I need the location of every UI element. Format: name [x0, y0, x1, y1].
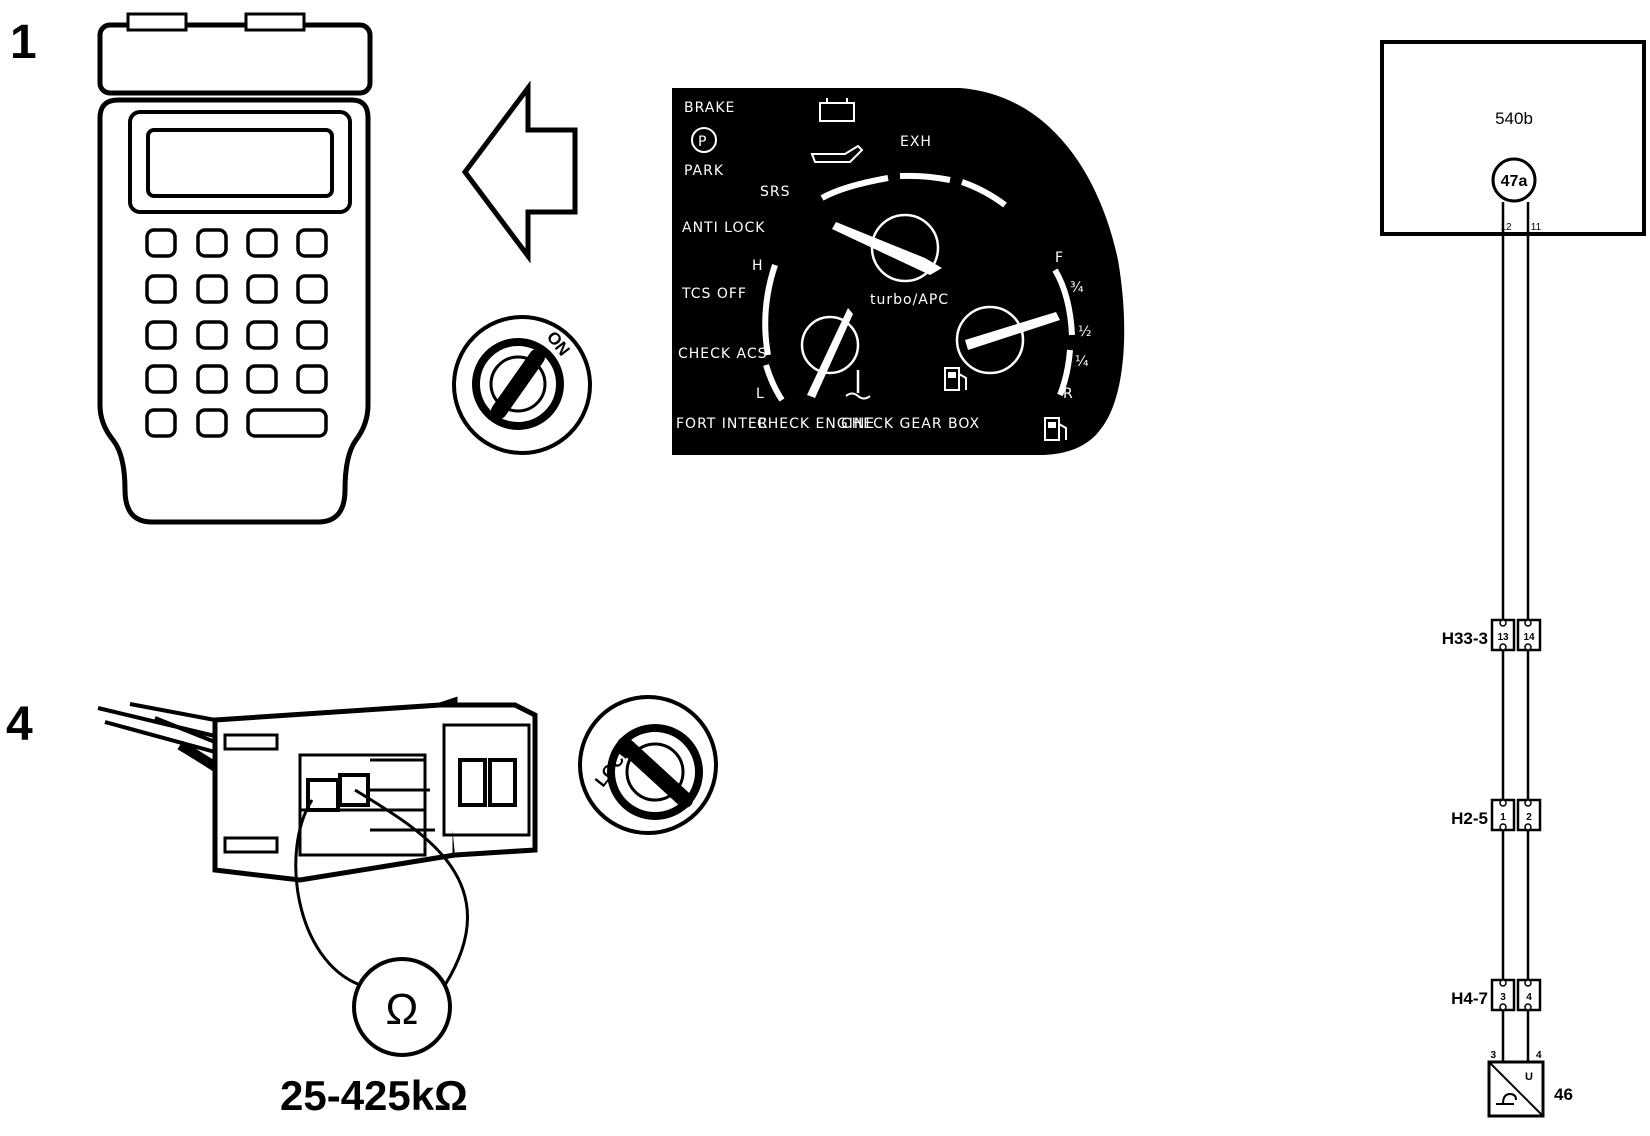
sensor-pin-4: 4 — [1536, 1050, 1542, 1061]
ignition-lock-icon — [578, 695, 718, 835]
anti-lock-warning-label: ANTI LOCK — [682, 220, 765, 236]
probe-lead-2 — [354, 788, 469, 986]
pin-12-label: 12 — [1500, 222, 1512, 233]
sensor-46-label: 46 — [1554, 1085, 1573, 1104]
arrow-left-icon — [461, 80, 578, 264]
diagnostic-tester-icon — [97, 12, 373, 525]
check-engine-label: CHECK ENGINE — [757, 416, 875, 432]
fuel-f-label: F — [1055, 250, 1064, 266]
connector-h4-label: H4-7 — [1451, 989, 1488, 1008]
turbo-needle — [832, 222, 942, 275]
parking-brake-icon — [691, 127, 717, 153]
park-warning-label: PARK — [684, 163, 724, 179]
h4-pin-4: 4 — [1526, 992, 1532, 1003]
h2-pin-1: 1 — [1500, 812, 1506, 823]
ignition-on-icon — [452, 315, 592, 455]
srs-label: SRS — [760, 184, 791, 200]
turbo-apc-label: turbo/APC — [870, 292, 949, 308]
temp-needle — [807, 308, 853, 398]
resistance-range: 25-425kΩ — [280, 1072, 468, 1119]
probe-lead-1 — [294, 799, 361, 987]
check-acs-warning-label: CHECK ACS — [678, 346, 768, 362]
sensor-u-label: U — [1525, 1071, 1533, 1083]
connector-47a-circle — [1491, 157, 1537, 203]
ohm-symbol: Ω — [386, 985, 419, 1034]
fuel-pump-icon-1 — [944, 367, 967, 391]
brake-warning-label: BRAKE — [684, 100, 735, 116]
fuel-three-quarter-label: ¾ — [1070, 280, 1085, 296]
tcs-off-warning-label: TCS OFF — [681, 286, 747, 302]
fuel-quarter-label: ¼ — [1075, 354, 1090, 370]
battery-icon — [819, 102, 855, 122]
connector-icon — [97, 696, 538, 883]
instrument-cluster: P — [672, 88, 1125, 455]
oil-pressure-icon — [810, 144, 864, 163]
fort-inter-warning-label: FORT INTER — [676, 416, 769, 432]
fuel-pump-icon-2 — [1044, 417, 1067, 441]
control-unit-label: 540b — [1495, 109, 1533, 128]
connector-h2-label: H2-5 — [1451, 809, 1488, 828]
connector-47a-label: 47a — [1501, 173, 1528, 190]
h33-pin-13: 13 — [1497, 632, 1509, 643]
sensor-symbol-icon — [1496, 1092, 1517, 1105]
temp-h-label: H — [752, 258, 764, 274]
fuel-half-label: ½ — [1078, 324, 1093, 340]
pin-11-label: 11 — [1531, 222, 1542, 233]
control-unit-box — [1380, 40, 1646, 236]
wiring-schematic: 540b 47a 12 11 H33-3 13 14 H2-5 1 2 H4-7 — [1380, 40, 1646, 1118]
h2-pin-2: 2 — [1526, 812, 1532, 823]
h33-pin-14: 14 — [1523, 632, 1535, 643]
check-gearbox-label: CHECK GEAR BOX — [841, 416, 980, 432]
step-number-4: 4 — [6, 698, 33, 751]
coolant-temp-icon — [845, 370, 871, 400]
step-number-1: 1 — [10, 16, 37, 69]
svg-text:P: P — [698, 134, 707, 150]
exh-label: EXH — [900, 134, 932, 150]
fuel-r-label: R — [1063, 386, 1074, 402]
temp-l-label: L — [756, 386, 765, 402]
connector-h33-label: H33-3 — [1442, 629, 1488, 648]
fuel-needle — [965, 312, 1060, 350]
sensor-pin-3: 3 — [1490, 1050, 1496, 1061]
h4-pin-3: 3 — [1500, 992, 1506, 1003]
ohmmeter-icon — [352, 957, 452, 1057]
